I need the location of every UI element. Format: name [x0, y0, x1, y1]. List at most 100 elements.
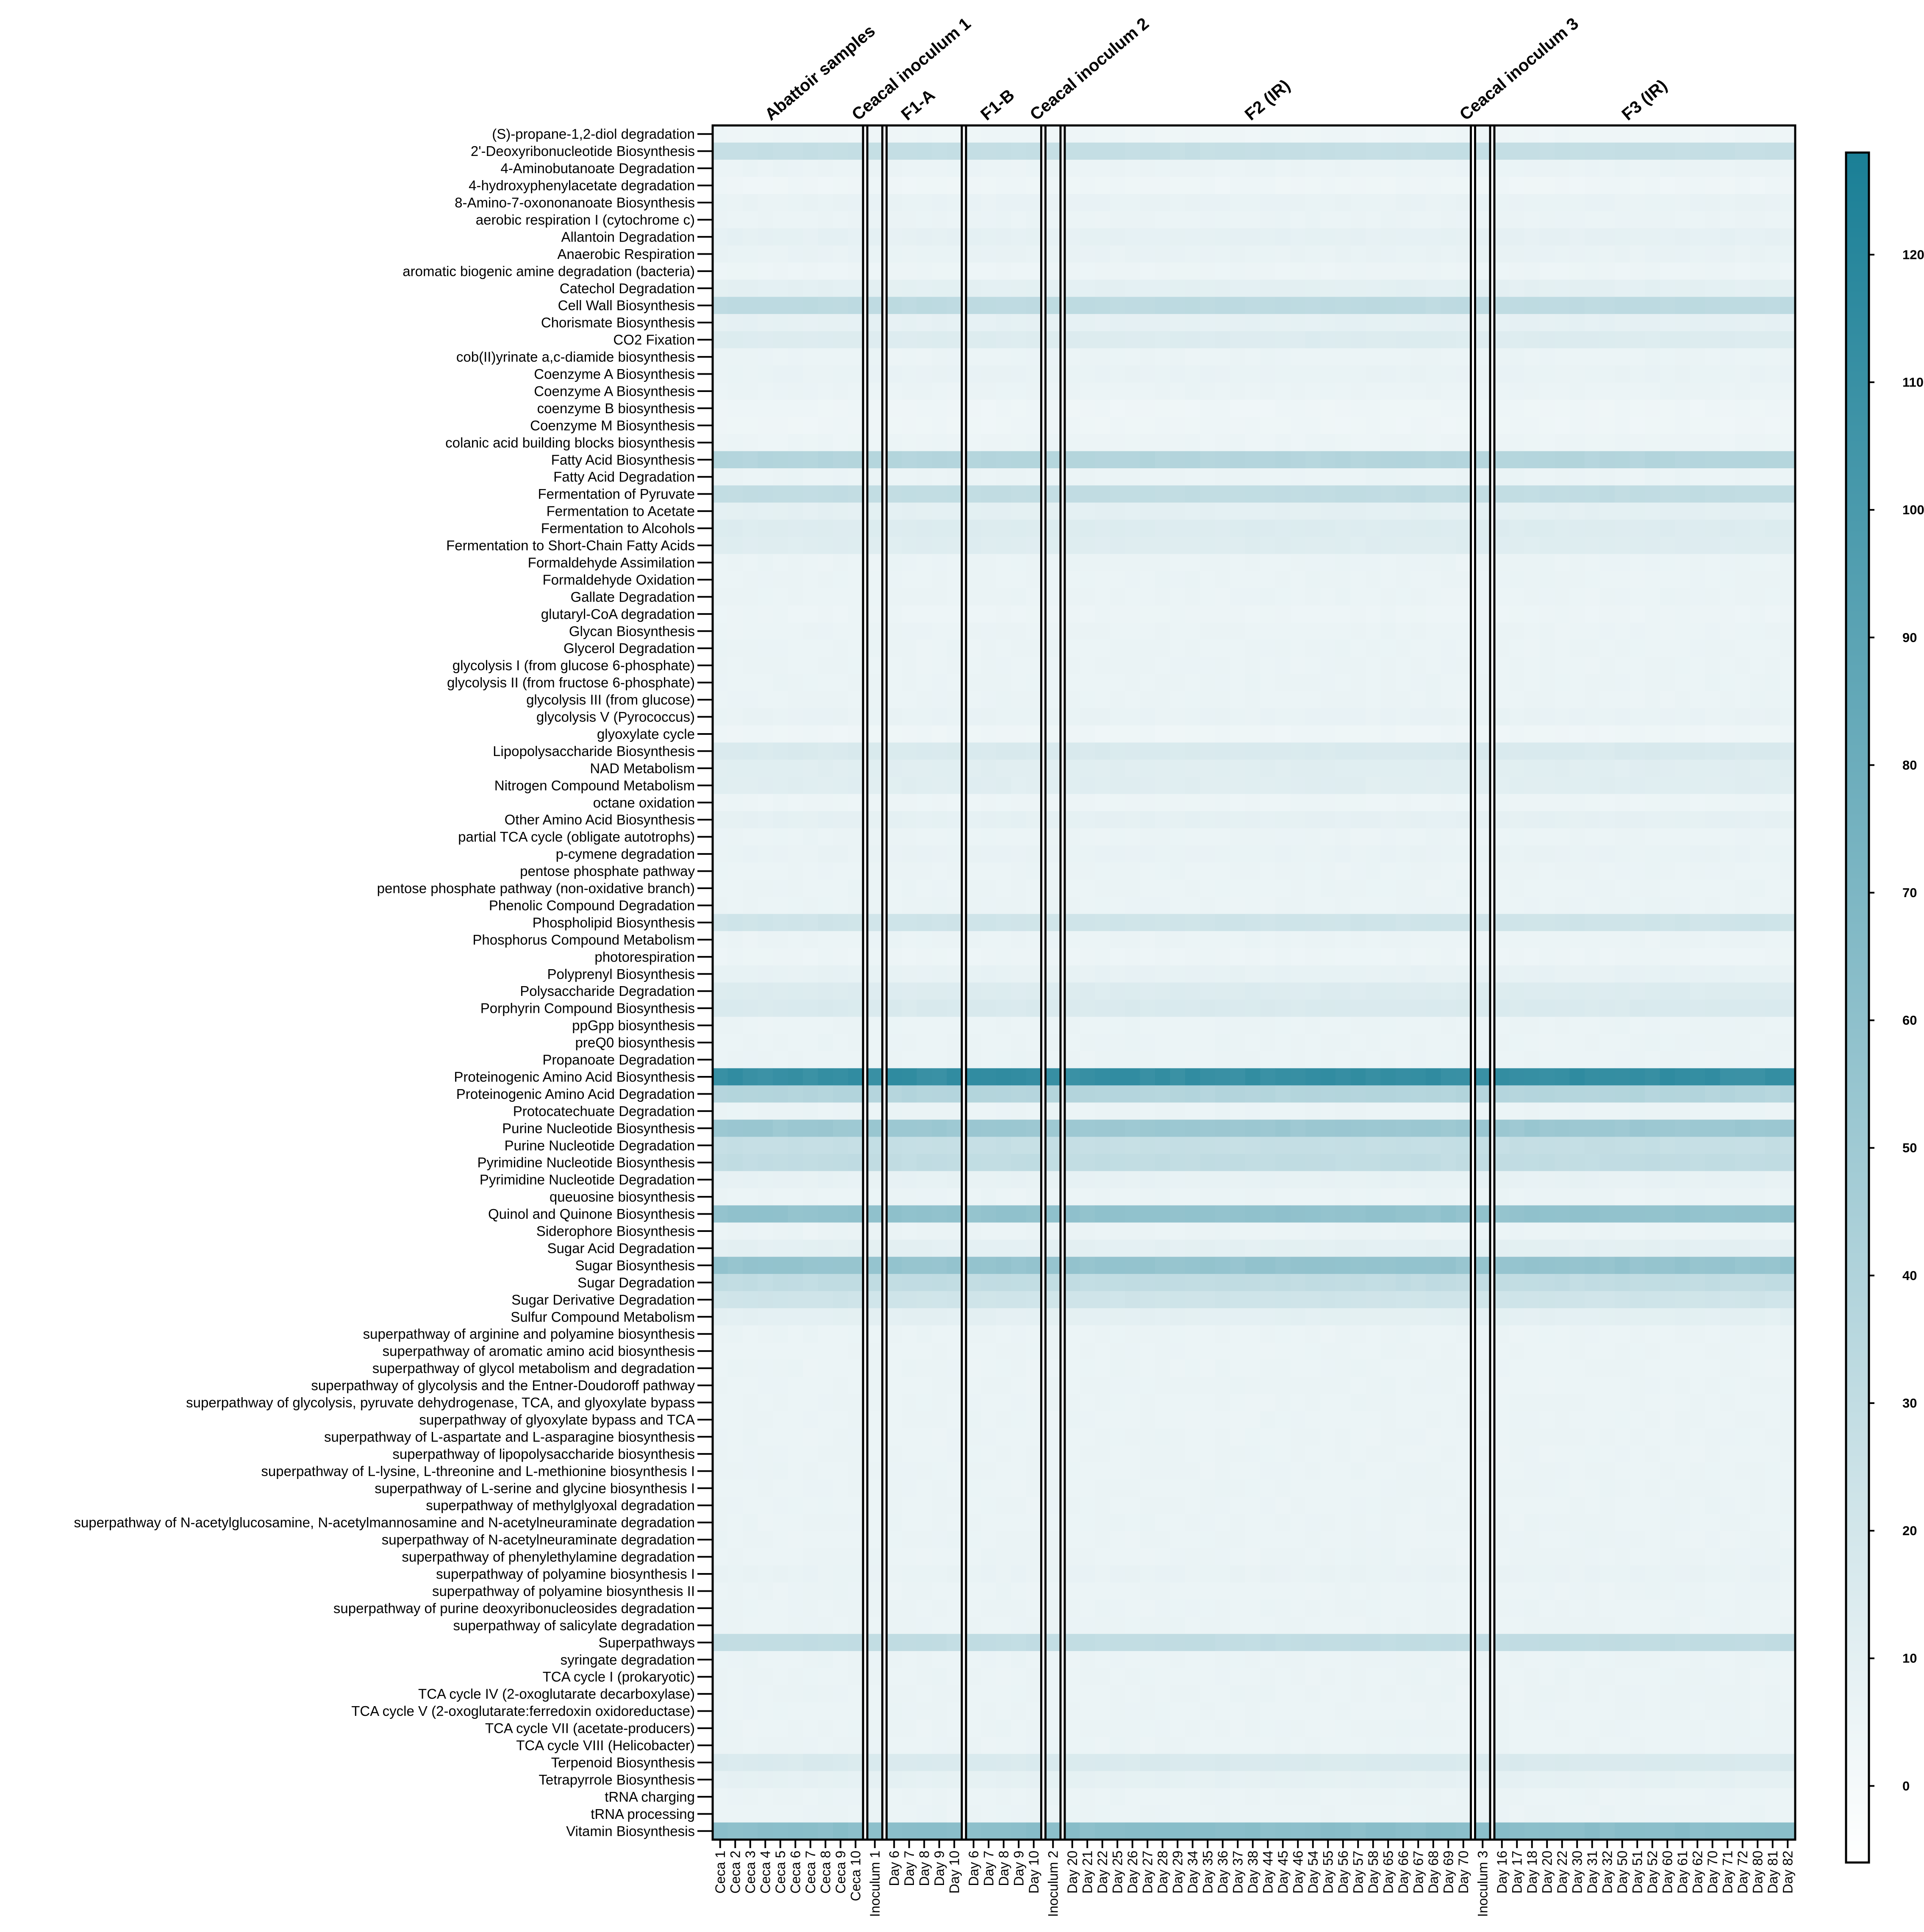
heatmap-cell	[1615, 537, 1630, 554]
heatmap-cell	[758, 348, 773, 366]
heatmap-cell	[1200, 1205, 1216, 1223]
heatmap-cell	[1335, 280, 1351, 297]
heatmap-cell	[1155, 142, 1171, 160]
heatmap-cell	[1426, 914, 1441, 931]
heatmap-cell	[1660, 245, 1675, 263]
heatmap-cell	[1095, 1325, 1111, 1343]
heatmap-cell	[1200, 1171, 1216, 1189]
heatmap-cell	[966, 691, 982, 709]
heatmap-cell	[1170, 468, 1185, 486]
heatmap-cell	[1735, 1137, 1751, 1154]
heatmap-cell	[1366, 1120, 1381, 1137]
heatmap-cell	[947, 623, 962, 640]
heatmap-cell	[1765, 1274, 1781, 1292]
heatmap-cell	[1026, 280, 1042, 297]
heatmap-cell	[788, 691, 803, 709]
heatmap-cell	[1539, 914, 1555, 931]
heatmap-cell	[1426, 1291, 1441, 1309]
heatmap-cell	[1475, 1291, 1491, 1309]
heatmap-cell	[803, 159, 819, 177]
heatmap-cell	[788, 537, 803, 554]
heatmap-cell	[1615, 1291, 1630, 1309]
heatmap-cell	[1780, 1102, 1796, 1120]
heatmap-cell	[1555, 742, 1570, 760]
heatmap-cell	[1380, 400, 1396, 417]
heatmap-cell	[1260, 502, 1276, 520]
heatmap-cell	[1585, 159, 1600, 177]
heatmap-cell	[1170, 914, 1185, 931]
heatmap-cell	[1260, 1188, 1276, 1206]
heatmap-cell	[1380, 434, 1396, 452]
heatmap-cell	[1155, 914, 1171, 931]
heatmap-cell	[1350, 554, 1366, 572]
heatmap-cell	[1380, 1068, 1396, 1086]
heatmap-cell	[1026, 708, 1042, 726]
heatmap-cell	[1705, 914, 1721, 931]
heatmap-cell	[1765, 1308, 1781, 1326]
heatmap-cell	[1509, 862, 1525, 880]
heatmap-cell	[1045, 1308, 1061, 1326]
heatmap-cell	[773, 725, 788, 743]
heatmap-cell	[1675, 1291, 1691, 1309]
heatmap-cell	[1095, 331, 1111, 349]
heatmap-cell	[1065, 382, 1080, 400]
heatmap-cell	[1230, 297, 1246, 314]
heatmap-cell	[758, 1034, 773, 1051]
heatmap-cell	[713, 1171, 728, 1189]
heatmap-cell	[1335, 914, 1351, 931]
heatmap-cell	[932, 1120, 947, 1137]
heatmap-cell	[1290, 1051, 1306, 1069]
heatmap-cell	[1140, 879, 1155, 897]
heatmap-cell	[758, 879, 773, 897]
heatmap-cell	[1140, 1120, 1155, 1137]
heatmap-cell	[1275, 623, 1291, 640]
heatmap-cell	[1426, 897, 1441, 915]
heatmap-cell	[932, 828, 947, 846]
heatmap-cell	[1215, 1171, 1231, 1189]
heatmap-cell	[867, 262, 883, 280]
heatmap-cell	[947, 982, 962, 1000]
heatmap-cell	[1125, 1017, 1141, 1034]
heatmap-cell	[1509, 691, 1525, 709]
heatmap-cell	[1555, 365, 1570, 383]
heatmap-cell	[1230, 897, 1246, 915]
heatmap-cell	[902, 588, 917, 606]
heatmap-cell	[1509, 571, 1525, 589]
heatmap-cell	[966, 674, 982, 692]
heatmap-cell	[996, 280, 1012, 297]
heatmap-cell	[1080, 656, 1095, 674]
heatmap-cell	[1675, 948, 1691, 966]
heatmap-cell	[1524, 1256, 1540, 1274]
heatmap-cell	[803, 280, 819, 297]
heatmap-cell	[1290, 965, 1306, 983]
heatmap-cell	[1690, 382, 1705, 400]
heatmap-cell	[1140, 434, 1155, 452]
heatmap-cell	[1215, 674, 1231, 692]
heatmap-cell	[1380, 811, 1396, 829]
heatmap-cell	[1660, 742, 1675, 760]
heatmap-cell	[1245, 1120, 1261, 1137]
heatmap-cell	[1720, 280, 1735, 297]
heatmap-cell	[1524, 1171, 1540, 1189]
heatmap-cell	[1026, 1240, 1042, 1257]
heatmap-cell	[1410, 382, 1426, 400]
heatmap-cell	[1555, 708, 1570, 726]
heatmap-cell	[902, 280, 917, 297]
heatmap-cell	[1080, 1120, 1095, 1137]
heatmap-cell	[1260, 1034, 1276, 1051]
heatmap-cell	[1690, 759, 1705, 777]
heatmap-cell	[727, 1017, 743, 1034]
heatmap-cell	[1494, 879, 1510, 897]
heatmap-cell	[1185, 1291, 1201, 1309]
heatmap-cell	[773, 914, 788, 931]
heatmap-cell	[1630, 828, 1645, 846]
heatmap-cell	[1660, 434, 1675, 452]
heatmap-cell	[1215, 1188, 1231, 1206]
heatmap-cell	[1305, 485, 1321, 503]
heatmap-cell	[1080, 931, 1095, 949]
heatmap-cell	[1735, 571, 1751, 589]
heatmap-cell	[1335, 520, 1351, 537]
heatmap-cell	[1366, 468, 1381, 486]
heatmap-cell	[1170, 297, 1185, 314]
heatmap-cell	[1410, 759, 1426, 777]
